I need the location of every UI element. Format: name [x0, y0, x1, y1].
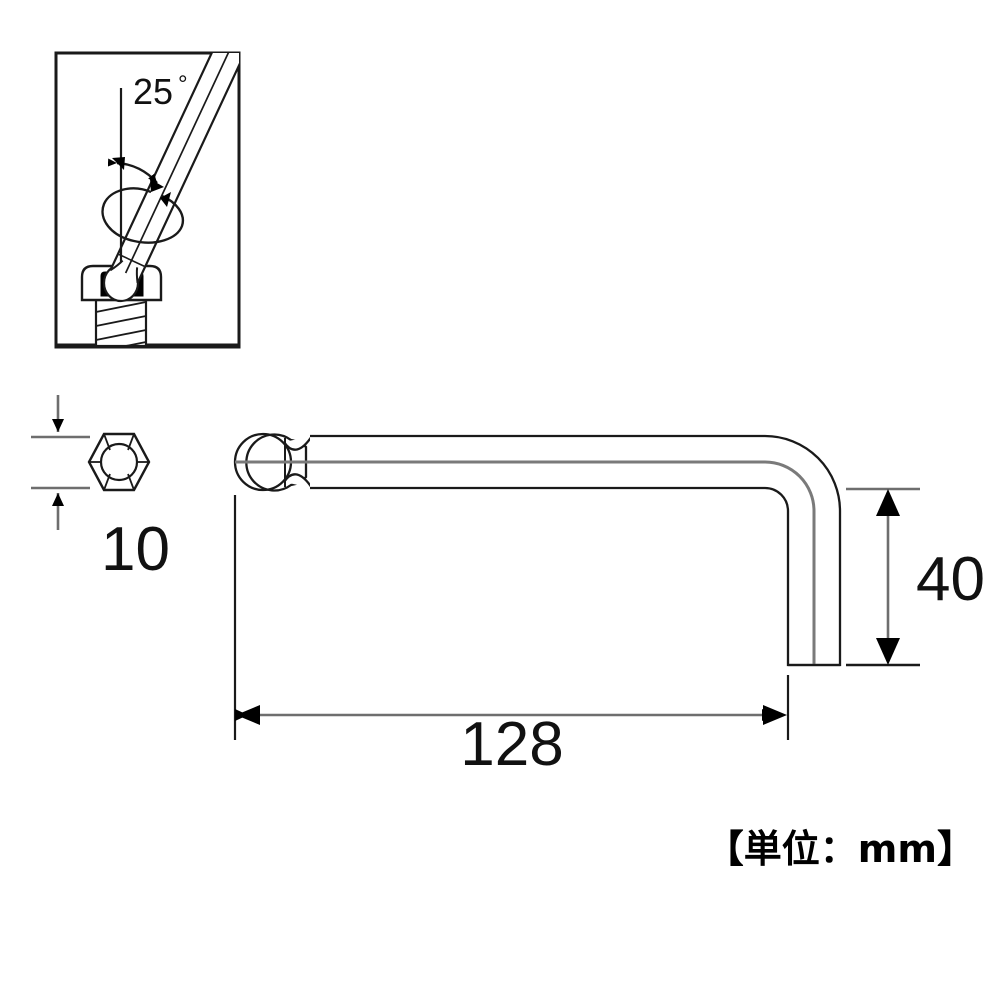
dimension-label-128: 128 — [460, 710, 563, 779]
arrowhead-40-bottom — [876, 638, 900, 665]
angle-arc-arrow-start — [112, 157, 125, 170]
arrowhead-128-left — [236, 705, 260, 725]
rotation-arrow-head — [160, 192, 171, 207]
rotation-ellipse — [101, 187, 185, 244]
dimension-label-40: 40 — [916, 545, 985, 614]
tilted-wrench-shaft — [109, 53, 239, 284]
dimension-128-group: 128 — [233, 495, 790, 779]
arrowhead-128-right — [763, 705, 787, 725]
angle-label-25: 25 — [133, 71, 173, 112]
wrench-body-outline — [310, 434, 842, 667]
bolt-shank — [94, 298, 148, 347]
inset-usage-illustration: 25 ° — [54, 51, 241, 349]
wrench-main-view — [233, 432, 842, 667]
hex-cross-section-group: 10 — [31, 395, 170, 584]
hex-dimension-label-10: 10 — [101, 515, 170, 584]
angle-arc-arrow-end — [150, 179, 164, 192]
arrowhead-40-top — [876, 489, 900, 516]
unit-note: 【単位：mm】 — [706, 827, 975, 871]
neck-bottom — [283, 473, 313, 489]
neck-top — [283, 435, 313, 451]
degree-symbol: ° — [178, 71, 188, 98]
wrench-centerline — [235, 460, 816, 665]
hexagon-profile — [87, 432, 151, 492]
dimension-40-group: 40 — [846, 487, 985, 667]
inscribed-circle — [99, 442, 139, 482]
